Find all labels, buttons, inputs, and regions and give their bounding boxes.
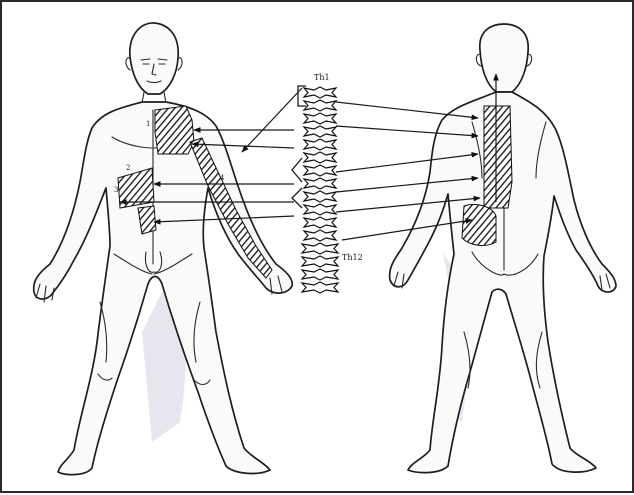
vertebra	[302, 269, 338, 280]
vertebra	[304, 113, 336, 124]
spine-label-bottom: Th12	[342, 253, 363, 262]
front-figure: 1 2 3 4	[34, 23, 293, 475]
vertebra	[302, 256, 338, 267]
front-zone-chest	[155, 106, 194, 154]
arrow-spine-to-arm	[242, 88, 302, 152]
vertebra	[304, 87, 336, 98]
vertebra	[302, 243, 338, 254]
spine-column: Th1 Th12	[302, 73, 363, 293]
bracket-mid	[292, 158, 302, 182]
zone-number-1: 1	[146, 120, 150, 128]
vertebra	[304, 165, 336, 176]
vertebra	[304, 230, 336, 241]
zone-number-4: 4	[220, 174, 225, 182]
vertebra	[304, 178, 336, 189]
vertebra	[304, 126, 336, 137]
vertebra	[304, 152, 336, 163]
vertebra	[302, 282, 338, 293]
vertebra	[304, 204, 336, 215]
vertebra	[304, 217, 336, 228]
back-figure	[390, 24, 616, 473]
front-left-ear	[126, 58, 130, 70]
spine-label-top: Th1	[314, 73, 330, 82]
back-head	[480, 24, 528, 92]
front-head	[130, 23, 178, 94]
back-zone-spine	[484, 106, 512, 208]
vertebra	[304, 191, 336, 202]
back-zone-flank	[462, 204, 496, 245]
zone-number-2: 2	[126, 164, 130, 172]
zone-number-3: 3	[114, 186, 118, 194]
bracket-lower	[292, 188, 302, 208]
vertebra	[304, 100, 336, 111]
vertebra	[304, 139, 336, 150]
